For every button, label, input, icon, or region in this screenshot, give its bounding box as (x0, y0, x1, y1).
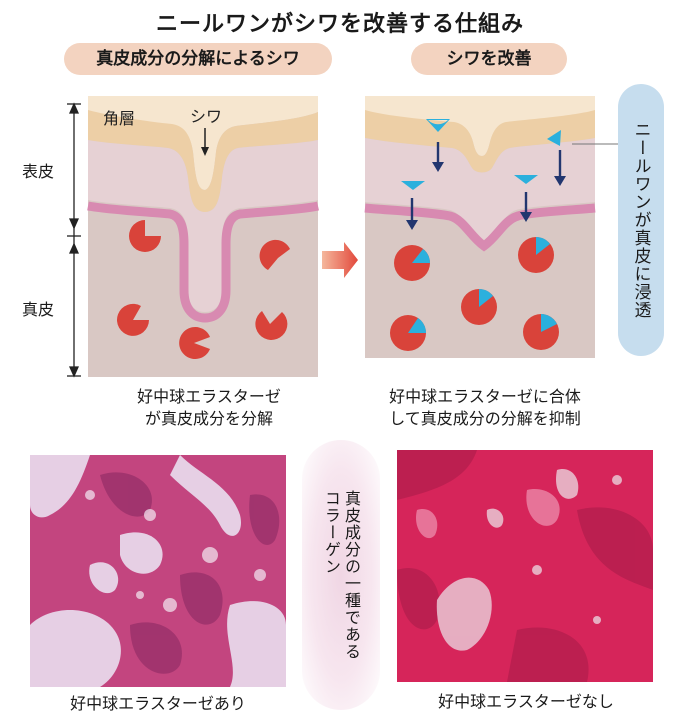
left-caption: 好中球エラスターゼ が真皮成分を分解 (94, 386, 324, 430)
drug-penetration-callout: ニールワンが真皮に浸透 (618, 84, 664, 356)
drug-2 (547, 130, 561, 146)
transition-arrow (322, 242, 358, 278)
stratum-label: 角層 (103, 109, 135, 128)
enzyme-5 (255, 311, 288, 340)
left-stratum-band (88, 110, 318, 212)
right-skin-section (364, 96, 596, 358)
collagen-note-line2: コラーゲン (322, 490, 341, 575)
bound-enzyme-5 (523, 314, 559, 350)
bound-enzyme-2 (518, 237, 554, 273)
page-title: ニールワンがシワを改善する仕組み (155, 12, 524, 37)
right-caption-line2: して真皮成分の分解を抑制 (389, 409, 581, 428)
dermis-label: 真皮 (22, 300, 55, 319)
right-epidermis-layer (365, 138, 595, 240)
drug-4 (514, 175, 538, 184)
right-stratum-band (365, 110, 595, 173)
right-caption: 好中球エラスターゼに合体 して真皮成分の分解を抑制 (355, 386, 615, 430)
collagen-note: 真皮成分の一種である コラーゲン (302, 440, 380, 710)
drug-3 (401, 181, 425, 190)
left-caption-line2: が真皮成分を分解 (144, 409, 273, 428)
photo-left-caption: 好中球エラスターゼあり (70, 694, 246, 713)
drug-molecules (401, 119, 561, 190)
right-caption-line1: 好中球エラスターゼに合体 (389, 387, 581, 406)
skin-diagram: 角層 シワ (67, 96, 622, 378)
layer-bracket (67, 102, 81, 378)
micrograph-with-elastase (30, 455, 286, 687)
micrograph-without-elastase (397, 450, 653, 682)
enzyme-3 (117, 303, 149, 336)
bound-enzyme-1 (394, 245, 430, 281)
callout-text: ニールワンが真皮に浸透 (630, 121, 651, 319)
drug-arrows (406, 142, 566, 230)
right-panel-header: シワを改善 (411, 43, 567, 75)
collagen-note-line1: 真皮成分の一種である (342, 490, 361, 660)
left-caption-line1: 好中球エラスターゼ (137, 387, 281, 406)
left-stratum-layer (88, 96, 318, 190)
left-basement-membrane (87, 201, 319, 323)
bound-enzyme-3 (461, 289, 497, 325)
bound-enzyme-4 (390, 315, 427, 351)
left-enzymes (117, 220, 290, 359)
enzyme-4 (179, 327, 210, 359)
right-basement-membrane (364, 203, 596, 252)
right-enzymes (390, 237, 559, 351)
left-epidermis-layer (88, 140, 318, 312)
left-panel-header: 真皮成分の分解によるシワ (64, 43, 332, 75)
epidermis-label: 表皮 (22, 162, 55, 181)
wrinkle-label: シワ (190, 107, 222, 126)
enzyme-2 (259, 239, 290, 270)
photo-right-caption: 好中球エラスターゼなし (438, 692, 614, 711)
enzyme-1 (129, 220, 161, 252)
drug-1 (426, 119, 450, 132)
